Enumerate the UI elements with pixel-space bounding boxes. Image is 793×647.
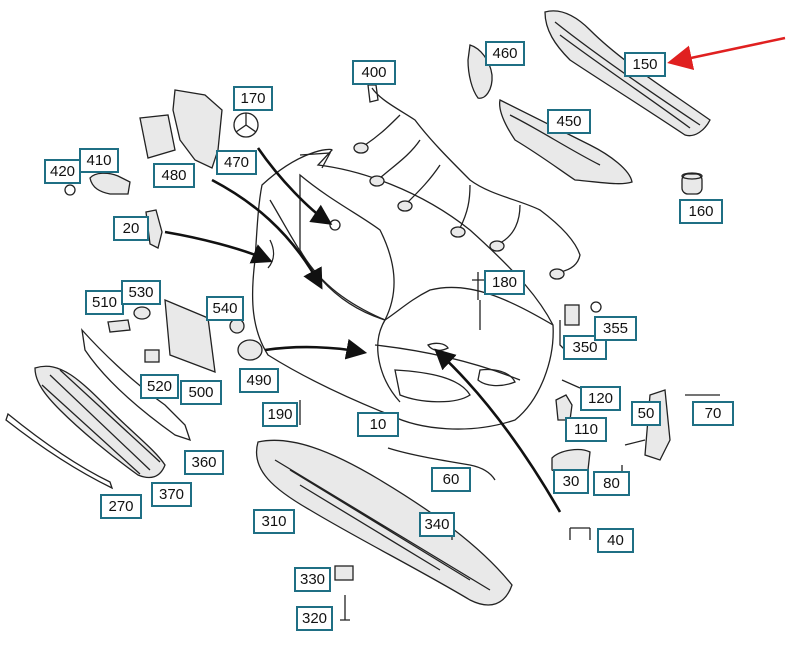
callout-320: 320 [296,606,333,631]
lower-grille-370 [34,365,166,479]
leader-lines [164,147,646,513]
bracket-460 [467,44,493,99]
underbody-310 [255,439,513,606]
callout-400: 400 [352,60,396,85]
plate-bracket-500 [144,298,216,373]
callout-410: 410 [79,148,119,173]
callout-150: 150 [624,52,666,77]
callout-460: 460 [485,41,525,66]
callout-530: 530 [121,280,161,305]
callout-110: 110 [565,417,607,442]
sensor-410-420 [64,172,131,196]
callout-310: 310 [253,509,295,534]
callout-490: 490 [239,368,279,393]
callout-520: 520 [140,374,179,399]
callout-500: 500 [180,380,222,405]
callout-340: 340 [419,512,455,537]
callout-190: 190 [262,402,298,427]
callout-420: 420 [44,159,81,184]
highlight-arrow [667,36,786,71]
callout-120: 120 [580,386,621,411]
callout-70: 70 [692,401,734,426]
cap-160 [681,172,703,195]
callout-30: 30 [553,469,589,494]
bracket-20 [145,209,163,249]
callout-480: 480 [153,163,195,188]
callout-270: 270 [100,494,142,519]
trim-strip-270 [5,412,114,490]
callout-355: 355 [594,316,637,341]
callout-450: 450 [547,109,591,134]
callout-40: 40 [597,528,634,553]
callout-540: 540 [206,296,244,321]
callout-330: 330 [294,567,331,592]
trim-360 [81,327,192,442]
callout-170: 170 [233,86,273,111]
callout-80: 80 [593,471,630,496]
callout-160: 160 [679,199,723,224]
emblem-170 [233,112,259,138]
callout-60: 60 [431,467,471,492]
callout-370: 370 [151,482,192,507]
callout-470: 470 [216,150,257,175]
callout-50: 50 [631,401,661,426]
callout-360: 360 [184,450,224,475]
callout-20: 20 [113,216,149,241]
wiring-harness-400 [353,84,581,280]
small-fasteners [299,272,720,621]
callout-510: 510 [85,290,124,315]
callout-10: 10 [357,412,399,437]
bracket-470-480 [139,89,223,169]
callout-180: 180 [484,270,525,295]
